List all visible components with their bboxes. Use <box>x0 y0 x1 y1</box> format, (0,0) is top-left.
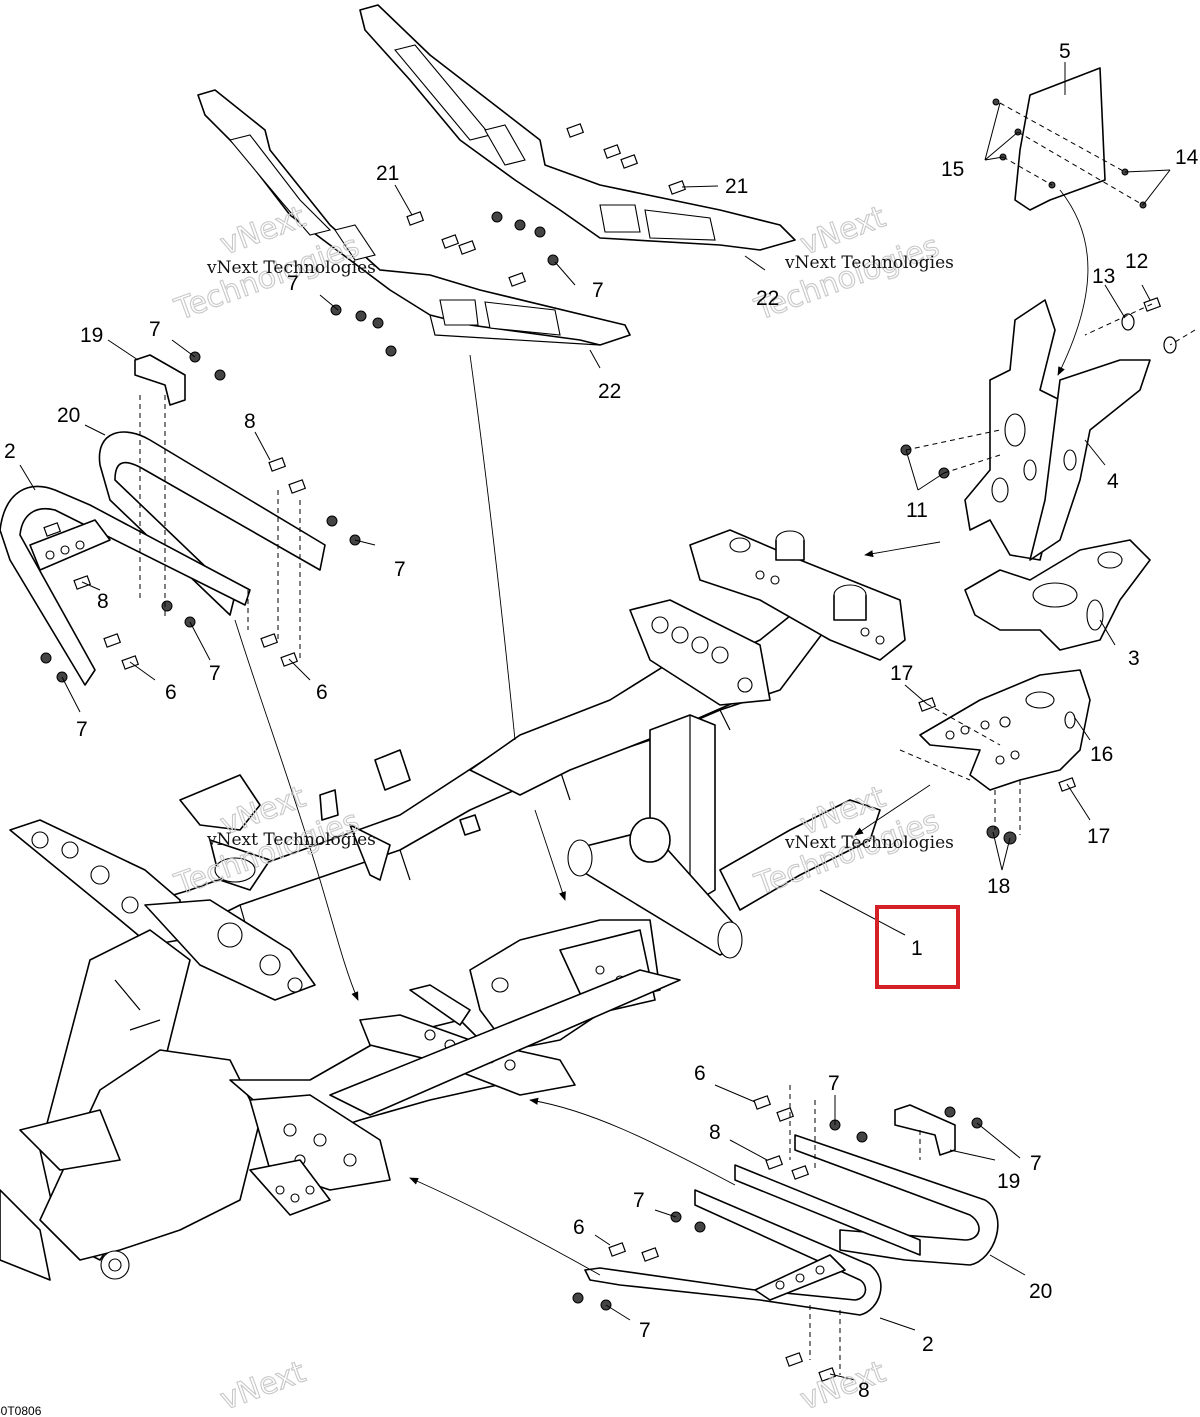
main-frame[interactable] <box>0 529 906 1281</box>
callout-number: 7 <box>633 1189 645 1212</box>
watermark-line: vNext Technologies <box>206 258 376 278</box>
washer-icon <box>1121 313 1177 354</box>
callout-number: 6 <box>316 681 328 704</box>
callout-number: 1 <box>911 937 923 960</box>
callout-number: 6 <box>573 1216 585 1239</box>
callout-number: 7 <box>828 1072 840 1095</box>
callout-number: 20 <box>1029 1280 1052 1303</box>
callout-number: 19 <box>997 1170 1020 1193</box>
callout-number: 21 <box>725 175 748 198</box>
callout-number: 7 <box>592 279 604 302</box>
callout-number: 18 <box>987 875 1010 898</box>
callout-number: 7 <box>149 318 161 341</box>
callout-number: 12 <box>1125 250 1148 273</box>
callout-number: 22 <box>598 380 621 403</box>
callout-number: 2 <box>922 1333 934 1356</box>
callout-number: 7 <box>287 272 299 295</box>
callout-number: 3 <box>1128 647 1140 670</box>
watermark: vNext Technologies vNext Technologies vN… <box>169 199 954 1417</box>
watermark-line: vNext Technologies <box>784 833 954 853</box>
front-bumper-upper[interactable] <box>0 354 326 686</box>
callout-number: 7 <box>209 662 221 685</box>
leader-lines <box>19 62 1171 1381</box>
callout-number: 21 <box>376 162 399 185</box>
assembly-lines <box>139 102 1196 1375</box>
callout-number: 2 <box>4 440 16 463</box>
callout-number: 6 <box>694 1062 706 1085</box>
callout-number: 13 <box>1092 265 1115 288</box>
splash-plate[interactable] <box>1014 67 1106 211</box>
upper-rail-left[interactable] <box>197 89 631 346</box>
bolt-icon <box>43 123 1162 1382</box>
highlight-box[interactable] <box>875 905 960 989</box>
callout-number: 19 <box>80 324 103 347</box>
callout-number: 11 <box>906 499 928 522</box>
callout-number: 4 <box>1107 470 1119 493</box>
front-support[interactable] <box>964 299 1151 561</box>
rear-bumper-lower[interactable] <box>584 1104 999 1316</box>
callout-number: 8 <box>244 410 256 433</box>
watermark-line: vNext <box>796 1355 891 1417</box>
lower-bracket[interactable] <box>964 539 1151 651</box>
callout-number: 8 <box>709 1121 721 1144</box>
callout-number: 15 <box>941 158 964 181</box>
callout-number: 6 <box>165 681 177 704</box>
callout-number: 7 <box>394 558 406 581</box>
watermark-line: vNext Technologies <box>784 253 954 273</box>
callout-number: 5 <box>1059 40 1071 63</box>
callout-number: 7 <box>76 718 88 741</box>
side-bracket[interactable] <box>919 669 1091 791</box>
upper-rail-right[interactable] <box>359 4 796 251</box>
callout-number: 8 <box>97 590 109 613</box>
watermark-line: vNext Technologies <box>206 830 376 850</box>
callout-number: 8 <box>858 1379 870 1402</box>
callout-number: 16 <box>1090 743 1113 766</box>
callout-number: 17 <box>890 662 913 685</box>
arrow-icon <box>234 189 1089 1276</box>
callout-number: 17 <box>1087 825 1110 848</box>
callouts: 5 14 15 21 21 7 22 7 22 13 12 19 7 20 8 … <box>4 40 1199 1402</box>
callout-number: 20 <box>57 404 80 427</box>
callout-number: 14 <box>1175 146 1199 169</box>
callout-number: 22 <box>756 287 779 310</box>
callout-number: 7 <box>639 1319 651 1342</box>
watermark-line: vNext <box>216 1355 311 1417</box>
callout-number: 7 <box>1030 1152 1042 1175</box>
